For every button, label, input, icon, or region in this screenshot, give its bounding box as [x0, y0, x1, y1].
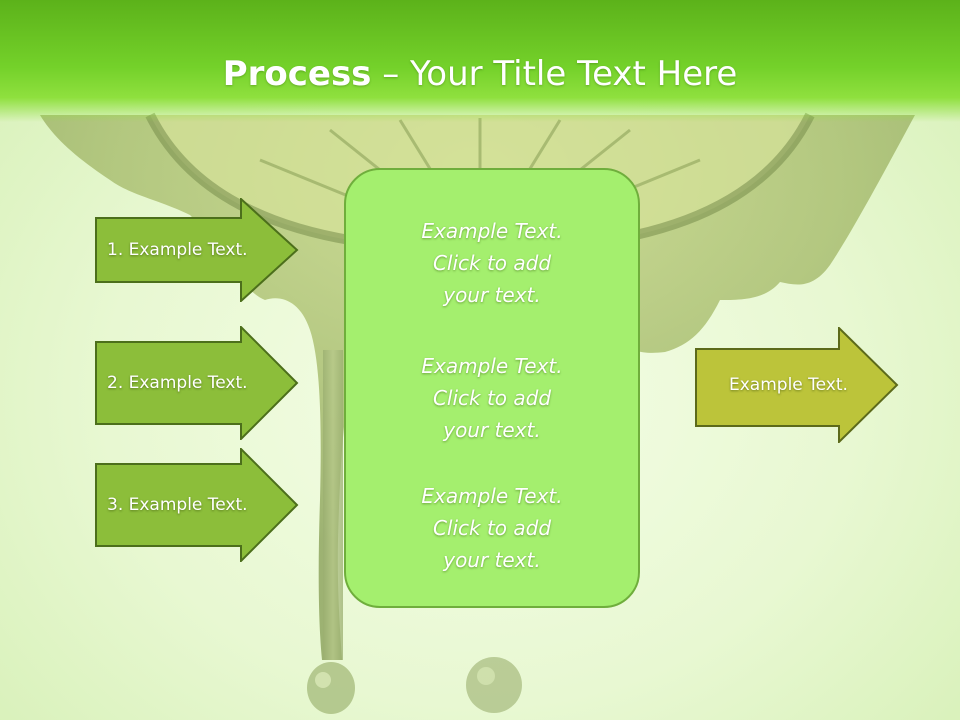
left-arrow-2-label: 2. Example Text.	[107, 373, 248, 393]
center-text-box[interactable]: Example Text. Click to add your text. Ex…	[344, 168, 640, 608]
center-paragraph-2-line-3: your text.	[443, 418, 541, 442]
center-paragraph-3-line-1: Example Text.	[421, 484, 563, 508]
center-paragraph-3-line-2: Click to add	[432, 516, 552, 540]
title-rest-text: – Your Title Text Here	[371, 54, 738, 94]
center-paragraph-3: Example Text. Click to add your text.	[346, 480, 638, 576]
title-bar	[0, 0, 960, 122]
center-paragraph-2-line-2: Click to add	[432, 386, 552, 410]
arrow-shape-icon	[95, 198, 299, 302]
left-arrow-3-label: 3. Example Text.	[107, 495, 248, 515]
center-paragraph-2-line-1: Example Text.	[421, 354, 563, 378]
left-arrow-2[interactable]: 2. Example Text.	[95, 326, 299, 440]
arrow-shape-icon	[695, 327, 899, 443]
center-paragraph-1-line-1: Example Text.	[421, 219, 563, 243]
right-arrow-label: Example Text.	[729, 375, 848, 395]
arrow-shape-icon	[95, 326, 299, 440]
center-paragraph-1-line-3: your text.	[443, 283, 541, 307]
center-paragraph-2: Example Text. Click to add your text.	[346, 350, 638, 446]
title-bold-text: Process	[222, 54, 372, 94]
arrow-shape-icon	[95, 448, 299, 562]
left-arrow-1-label: 1. Example Text.	[107, 240, 248, 260]
right-arrow[interactable]: Example Text.	[695, 327, 899, 443]
left-arrow-3[interactable]: 3. Example Text.	[95, 448, 299, 562]
center-paragraph-1: Example Text. Click to add your text.	[346, 215, 638, 311]
left-arrow-1[interactable]: 1. Example Text.	[95, 198, 299, 302]
center-paragraph-3-line-3: your text.	[443, 548, 541, 572]
slide-title: Process – Your Title Text Here	[0, 52, 960, 96]
center-paragraph-1-line-2: Click to add	[432, 251, 552, 275]
